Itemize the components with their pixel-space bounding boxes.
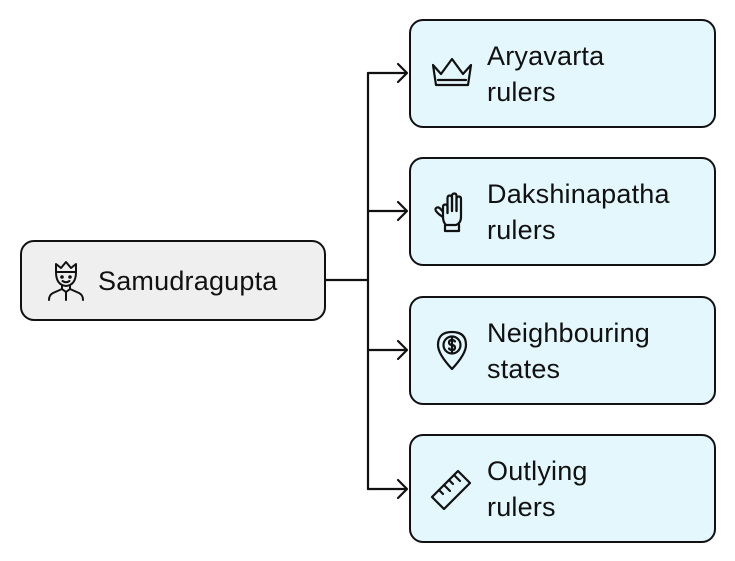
- child-node-aryavarta-rulers[interactable]: Aryavarta rulers: [409, 19, 716, 128]
- child-node-dakshinapatha-rulers[interactable]: Dakshinapatha rulers: [409, 157, 716, 266]
- root-node-label: Samudragupta: [98, 265, 278, 296]
- child-node-outlying-rulers[interactable]: Outlying rulers: [409, 434, 716, 543]
- child-node-label: Outlying rulers: [487, 455, 588, 522]
- king-icon: [44, 259, 88, 303]
- ruler-icon: [429, 466, 475, 512]
- arrowhead-aryavarta: [396, 62, 409, 84]
- crown-icon: [429, 51, 475, 97]
- arrowhead-dakshinapatha: [396, 200, 409, 222]
- child-node-label: Neighbouring states: [487, 317, 651, 384]
- raised-hand-icon: [429, 189, 475, 235]
- child-node-label: Aryavarta rulers: [487, 40, 605, 107]
- child-node-neighbouring-states[interactable]: Neighbouring states: [409, 296, 716, 405]
- arrowhead-neighbouring: [396, 339, 409, 361]
- location-dollar-icon: [429, 328, 475, 374]
- child-node-label: Dakshinapatha rulers: [487, 178, 670, 245]
- root-node-samudragupta[interactable]: Samudragupta: [20, 240, 326, 321]
- arrowhead-outlying: [396, 478, 409, 500]
